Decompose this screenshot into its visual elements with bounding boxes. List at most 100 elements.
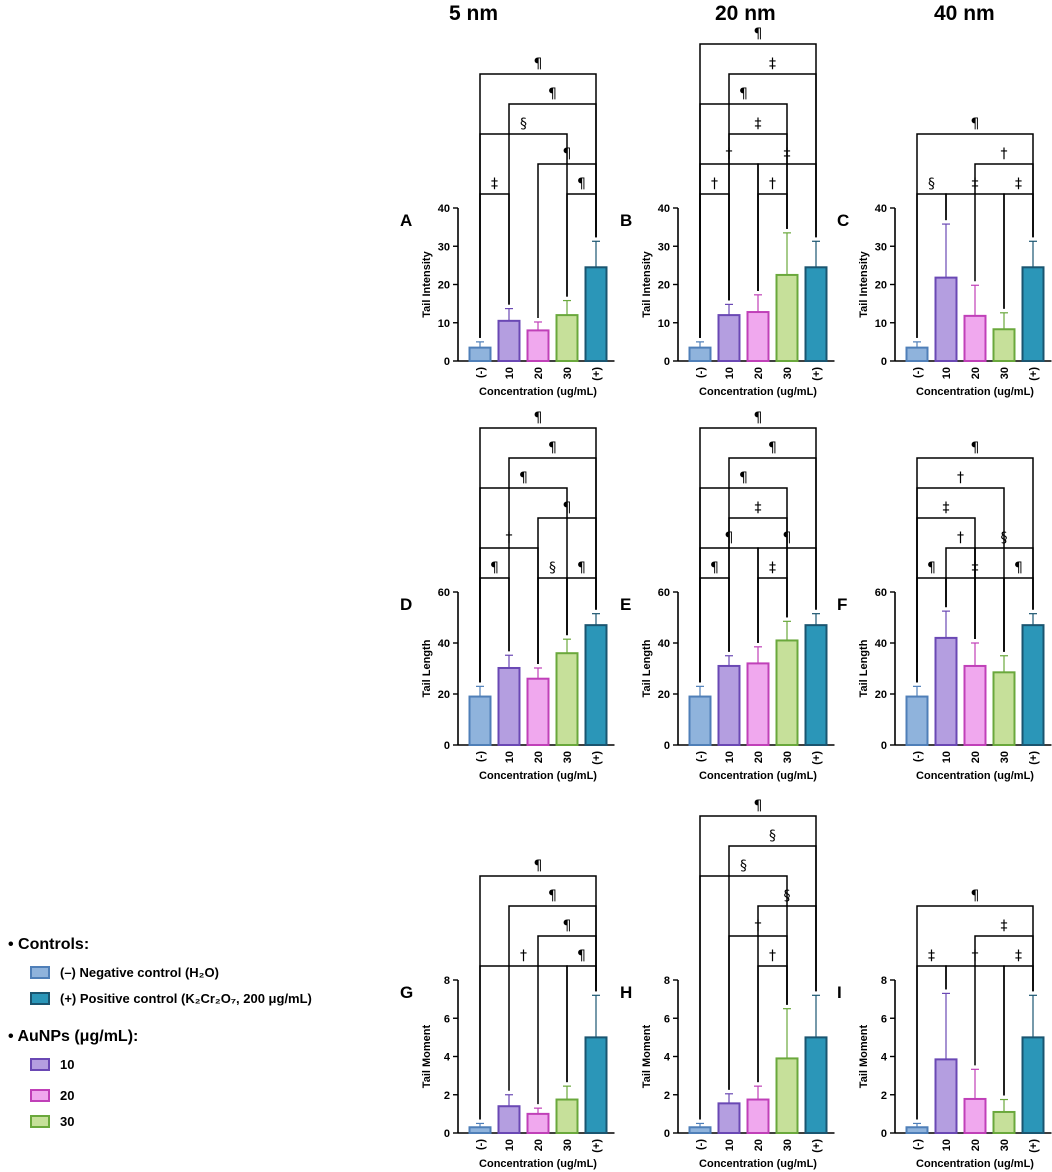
- panel-g-category-label: (-): [475, 1139, 487, 1150]
- panel-c-significance-symbol: ¶: [971, 116, 980, 132]
- panel-g-significance-symbol: ¶: [577, 948, 586, 964]
- panel-f-bar: [992, 671, 1016, 747]
- panel-e-significance-bracket: [757, 577, 788, 643]
- panel-d-category-label: 30: [562, 751, 574, 763]
- panel-h-ylabel: Tail Moment: [641, 1024, 653, 1088]
- panel-g-bar: [584, 1036, 608, 1134]
- panel-b-category-label: 10: [724, 367, 736, 379]
- panel-a-significance-symbol: ‡: [491, 176, 498, 192]
- panel-c-letter: C: [837, 211, 849, 230]
- panel-b-bar: [688, 346, 712, 362]
- panel-f-category-label: 10: [941, 751, 953, 763]
- panel-c-category-label: 10: [941, 367, 953, 379]
- panel-g-bar: [497, 1105, 521, 1134]
- panel-c-category-label: (-): [912, 367, 924, 378]
- legend-swatch-negative: [30, 966, 50, 979]
- panel-e-significance-bracket: [728, 457, 817, 652]
- panel-g-significance-symbol: ¶: [534, 858, 543, 874]
- panel-f-significance-symbol: ¶: [971, 440, 980, 456]
- panel-h-ytick-label: 0: [664, 1128, 670, 1140]
- legend-aunps-title: AuNPs (μg/mL):: [17, 1028, 139, 1045]
- panel-g-significance-bracket: [508, 905, 597, 1091]
- panel-d-bar: [584, 624, 608, 747]
- panel-d-ytick-label: 40: [438, 638, 450, 650]
- panel-h-bar: [717, 1102, 741, 1134]
- panel-c-bar: [1021, 266, 1045, 363]
- panel-c-category-label: 30: [999, 367, 1011, 379]
- panel-i-bar: [934, 1058, 958, 1135]
- panel-g-ytick-label: 6: [444, 1013, 450, 1025]
- panel-i-ytick-label: 2: [881, 1090, 887, 1102]
- panel-i-significance-symbol: ‡: [1015, 948, 1022, 964]
- panel-c-ytick-label: 20: [875, 280, 887, 292]
- column-header-40nm: 40 nm: [934, 2, 995, 25]
- panel-a-category-label: 20: [533, 367, 545, 379]
- panel-h-significance-symbol: §: [740, 858, 747, 874]
- column-header-5nm: 5 nm: [449, 2, 499, 25]
- panel-d-category-label: (+): [591, 751, 603, 765]
- panel-i-xlabel: Concentration (ug/mL): [916, 1158, 1034, 1170]
- legend-group-aunps: • AuNPs (μg/mL):: [8, 1028, 139, 1045]
- panel-c-ytick-label: 10: [875, 318, 887, 330]
- panel-a-category-label: 10: [504, 367, 516, 379]
- legend-label-30: 30: [60, 1114, 75, 1129]
- panel-a-ytick-label: 10: [438, 318, 450, 330]
- panel-d-category-label: (-): [475, 751, 487, 762]
- panel-f-bar: [905, 695, 929, 746]
- panel-f-category-label: 30: [999, 751, 1011, 763]
- panel-a-ytick-label: 30: [438, 241, 450, 253]
- panel-d-bar: [468, 695, 492, 746]
- panel-a-bar: [468, 346, 492, 362]
- panel-h-category-label: (+): [811, 1139, 823, 1153]
- panel-d-significance-symbol: ¶: [490, 560, 499, 576]
- panel-b-ytick-label: 10: [658, 318, 670, 330]
- legend: • Controls: (–) Negative control (H₂O) (…: [0, 932, 380, 1132]
- panel-d-significance-symbol: ¶: [519, 470, 528, 486]
- panel-h-ytick-label: 8: [664, 975, 670, 987]
- panel-g-ytick-label: 0: [444, 1128, 450, 1140]
- panel-c-significance-symbol: ‡: [1015, 176, 1022, 192]
- panel-f-significance-symbol: †: [957, 470, 964, 486]
- panel-a-significance-bracket: [479, 193, 510, 338]
- panel-d-significance-bracket: [479, 427, 597, 683]
- panel-f-ytick-label: 0: [881, 740, 887, 752]
- panel-b-significance-symbol: ¶: [754, 26, 763, 42]
- panel-h-significance-bracket: [699, 875, 788, 1120]
- panel-a-bar: [584, 266, 608, 363]
- panel-h-ytick-label: 6: [664, 1013, 670, 1025]
- legend-swatch-positive: [30, 992, 50, 1005]
- panel-b-significance-symbol: ‡: [769, 56, 776, 72]
- panel-b-significance-symbol: ¶: [739, 86, 748, 102]
- panel-e-bar: [717, 664, 741, 747]
- panel-a-letter: A: [400, 211, 412, 230]
- panel-h-significance-bracket: [699, 815, 817, 1120]
- panel-c-category-label: 20: [970, 367, 982, 379]
- panel-h-category-label: (-): [695, 1139, 707, 1150]
- panel-a-ylabel: Tail Intensity: [421, 250, 433, 317]
- panel-f-significance-symbol: †: [957, 530, 964, 546]
- panel-d-significance-bracket: [479, 577, 510, 683]
- panel-i-ytick-label: 8: [881, 975, 887, 987]
- panel-f-category-label: (-): [912, 751, 924, 762]
- panel-e-letter: E: [620, 595, 631, 614]
- panel-d-significance-symbol: ¶: [534, 410, 543, 426]
- panel-a-category-label: (+): [591, 367, 603, 381]
- legend-label-negative: (–) Negative control (H₂O): [60, 965, 219, 980]
- panel-f-bar: [963, 664, 987, 747]
- panel-a-xlabel: Concentration (ug/mL): [479, 386, 597, 398]
- panel-c-significance-symbol: †: [1001, 146, 1008, 162]
- panel-g-category-label: 20: [533, 1139, 545, 1151]
- panel-i-category-label: 10: [941, 1139, 953, 1151]
- panel-b-category-label: (+): [811, 367, 823, 381]
- panel-f-ytick-label: 60: [875, 587, 887, 599]
- panel-g-category-label: 10: [504, 1139, 516, 1151]
- panel-f-bar: [934, 636, 958, 747]
- panel-i-bar: [905, 1126, 929, 1134]
- panel-e-bar: [804, 624, 828, 747]
- panel-f-bar: [1021, 624, 1045, 747]
- panel-f-category-label: (+): [1028, 751, 1040, 765]
- panel-b-significance-symbol: †: [711, 176, 718, 192]
- panel-a-significance-symbol: ¶: [548, 86, 557, 102]
- panel-e-category-label: (+): [811, 751, 823, 765]
- panel-h-category-label: 10: [724, 1139, 736, 1151]
